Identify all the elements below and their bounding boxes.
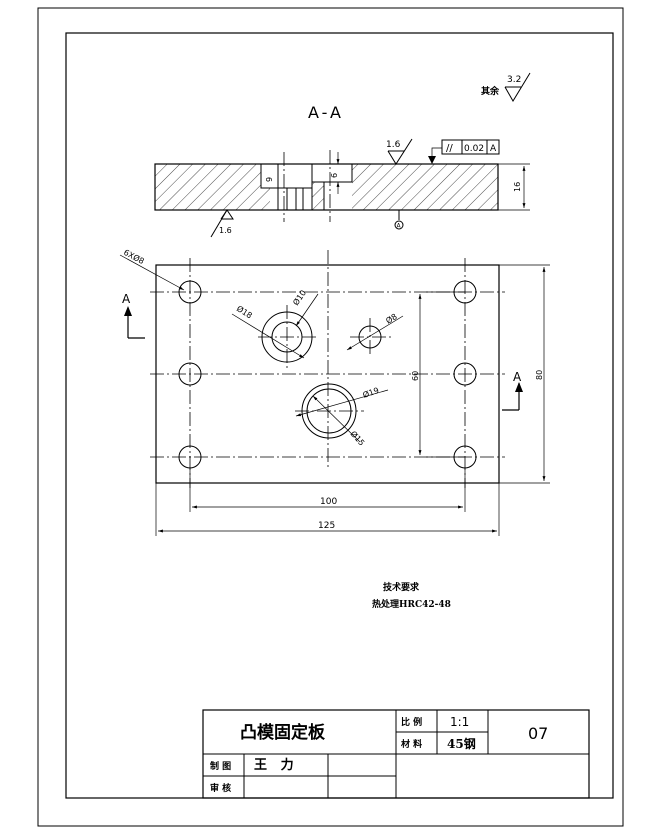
scale-value: 1:1 bbox=[450, 715, 469, 729]
dim-100: 100 bbox=[320, 497, 337, 507]
roughness-top-value: 1.6 bbox=[386, 140, 401, 150]
drawn-name: 王 力 bbox=[254, 757, 294, 773]
callout-d15: Ø15 bbox=[349, 429, 367, 448]
dim-thickness: 16 bbox=[513, 182, 522, 192]
parallelism-frame: // 0.02 A bbox=[428, 139, 500, 164]
hole-ml bbox=[178, 362, 202, 386]
title-block: 凸模固定板 比 例 1:1 材 料 45钢 07 制 图 王 力 审 核 bbox=[202, 709, 590, 799]
section-view: 9 6 16 bbox=[154, 150, 530, 222]
section-mark-left-label: A bbox=[122, 292, 131, 306]
parallel-tolerance: 0.02 bbox=[464, 144, 484, 154]
section-hatch-left bbox=[155, 164, 261, 210]
inner-border bbox=[65, 32, 614, 799]
roughness-top-symbol: 1.6 bbox=[386, 138, 413, 165]
datum-label: A bbox=[397, 223, 402, 230]
dim-depth-right: 6 bbox=[330, 173, 339, 178]
section-mark-right: A bbox=[502, 370, 523, 411]
dim-depth-left: 9 bbox=[265, 177, 274, 182]
hole-mr bbox=[453, 362, 477, 386]
scale-label: 比 例 bbox=[401, 716, 422, 728]
tech-req-title: 技术要求 bbox=[383, 581, 420, 593]
section-hatch-center bbox=[312, 182, 324, 210]
callout-d10: Ø10 bbox=[290, 288, 308, 307]
section-outline bbox=[154, 163, 499, 211]
plan-view: 6XØ8 Ø18 Ø10 Ø8 Ø19 Ø15 60 80 100 bbox=[119, 247, 550, 536]
roughness-rest-symbol: 其余 3.2 bbox=[481, 72, 531, 102]
drawing-number: 07 bbox=[528, 724, 548, 743]
datum-symbol: A bbox=[394, 209, 404, 230]
parallel-symbol: // bbox=[446, 143, 453, 154]
dim-125: 125 bbox=[318, 521, 335, 531]
tech-req-line1: 热处理HRC42-48 bbox=[372, 598, 451, 610]
roughness-bottom-value: 1.6 bbox=[219, 226, 232, 235]
section-mark-right-label: A bbox=[513, 370, 522, 384]
roughness-bottom-symbol: 1.6 bbox=[210, 209, 234, 238]
callout-d19: Ø19 bbox=[361, 385, 380, 400]
section-hatch-mid bbox=[261, 188, 270, 210]
section-title: A-A bbox=[308, 103, 344, 122]
callout-hole-pattern: 6XØ8 bbox=[122, 247, 146, 266]
hole-tl bbox=[178, 280, 202, 304]
roughness-rest-value: 3.2 bbox=[507, 75, 521, 85]
material-label: 材 料 bbox=[400, 738, 422, 750]
section-hatch-right bbox=[352, 164, 498, 210]
section-mark-left: A bbox=[122, 292, 145, 339]
roughness-rest-label: 其余 bbox=[481, 85, 500, 97]
part-name: 凸模固定板 bbox=[240, 722, 326, 743]
callout-d8: Ø8 bbox=[384, 311, 399, 326]
dim-60: 60 bbox=[411, 371, 420, 381]
drawn-label: 制 图 bbox=[210, 760, 231, 772]
outer-border bbox=[37, 7, 624, 827]
dim-80: 80 bbox=[535, 370, 544, 380]
material-value: 45钢 bbox=[447, 736, 476, 751]
parallel-datum: A bbox=[490, 144, 497, 154]
checked-label: 审 核 bbox=[210, 782, 231, 794]
